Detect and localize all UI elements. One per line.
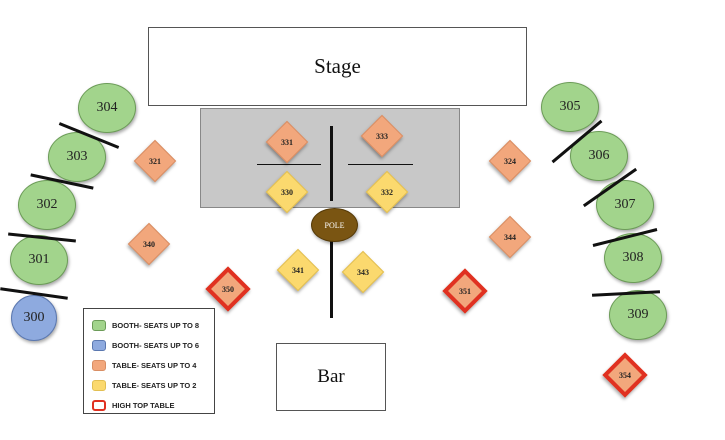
table-330-label: 330 [281,187,293,197]
legend-label: HIGH TOP TABLE [112,400,175,410]
floor-divider-left [257,164,321,165]
table-340-label: 340 [143,239,155,249]
legend-item-booth8: BOOTH- SEATS UP TO 8 [92,315,214,335]
table-321-label: 321 [149,156,161,166]
legend-label: BOOTH- SEATS UP TO 8 [112,320,200,330]
table-333-label: 333 [376,131,388,141]
booth-306[interactable]: 306 [570,131,628,181]
legend-item-booth6: BOOTH- SEATS UP TO 6 [92,335,214,355]
booth-302[interactable]: 302 [18,180,76,230]
legend-item-high-top: HIGH TOP TABLE [92,395,214,415]
legend: BOOTH- SEATS UP TO 8 BOOTH- SEATS UP TO … [83,308,215,414]
center-divider-top [330,126,333,201]
table-331[interactable]: 331 [265,120,309,164]
legend-swatch-high-top [92,399,106,411]
legend-item-table4: TABLE- SEATS UP TO 4 [92,355,214,375]
table-343[interactable]: 343 [341,250,385,294]
booth-309[interactable]: 309 [609,290,667,340]
table-332[interactable]: 332 [365,170,409,214]
legend-label: BOOTH- SEATS UP TO 6 [112,340,200,350]
table-354[interactable]: 354 [602,352,648,398]
table-332-label: 332 [381,187,393,197]
bar: Bar [276,343,386,411]
table-321[interactable]: 321 [133,139,177,183]
table-324-label: 324 [504,156,516,166]
legend-label: TABLE- SEATS UP TO 2 [112,380,197,390]
table-331-label: 331 [281,137,293,147]
table-341-label: 341 [292,265,304,275]
stage: Stage [148,27,527,106]
table-350[interactable]: 350 [205,266,251,312]
table-330[interactable]: 330 [265,170,309,214]
table-341[interactable]: 341 [276,248,320,292]
legend-label: TABLE- SEATS UP TO 4 [112,360,197,370]
legend-swatch-table2 [92,379,106,391]
floor-divider-right [348,164,413,165]
center-divider-bottom [330,240,333,318]
legend-swatch-booth6 [92,339,106,351]
booth-307[interactable]: 307 [596,180,654,230]
table-344[interactable]: 344 [488,215,532,259]
legend-swatch-table4 [92,359,106,371]
table-324[interactable]: 324 [488,139,532,183]
booth-301[interactable]: 301 [10,235,68,285]
table-351[interactable]: 351 [442,268,488,314]
table-343-label: 343 [357,267,369,277]
table-354-label: 354 [619,370,631,380]
legend-swatch-booth8 [92,319,106,331]
booth-300[interactable]: 300 [11,295,57,341]
legend-item-table2: TABLE- SEATS UP TO 2 [92,375,214,395]
table-340[interactable]: 340 [127,222,171,266]
booth-305[interactable]: 305 [541,82,599,132]
table-344-label: 344 [504,232,516,242]
booth-304[interactable]: 304 [78,83,136,133]
table-350-label: 350 [222,284,234,294]
pole: POLE [311,208,358,242]
table-333[interactable]: 333 [360,114,404,158]
table-351-label: 351 [459,286,471,296]
